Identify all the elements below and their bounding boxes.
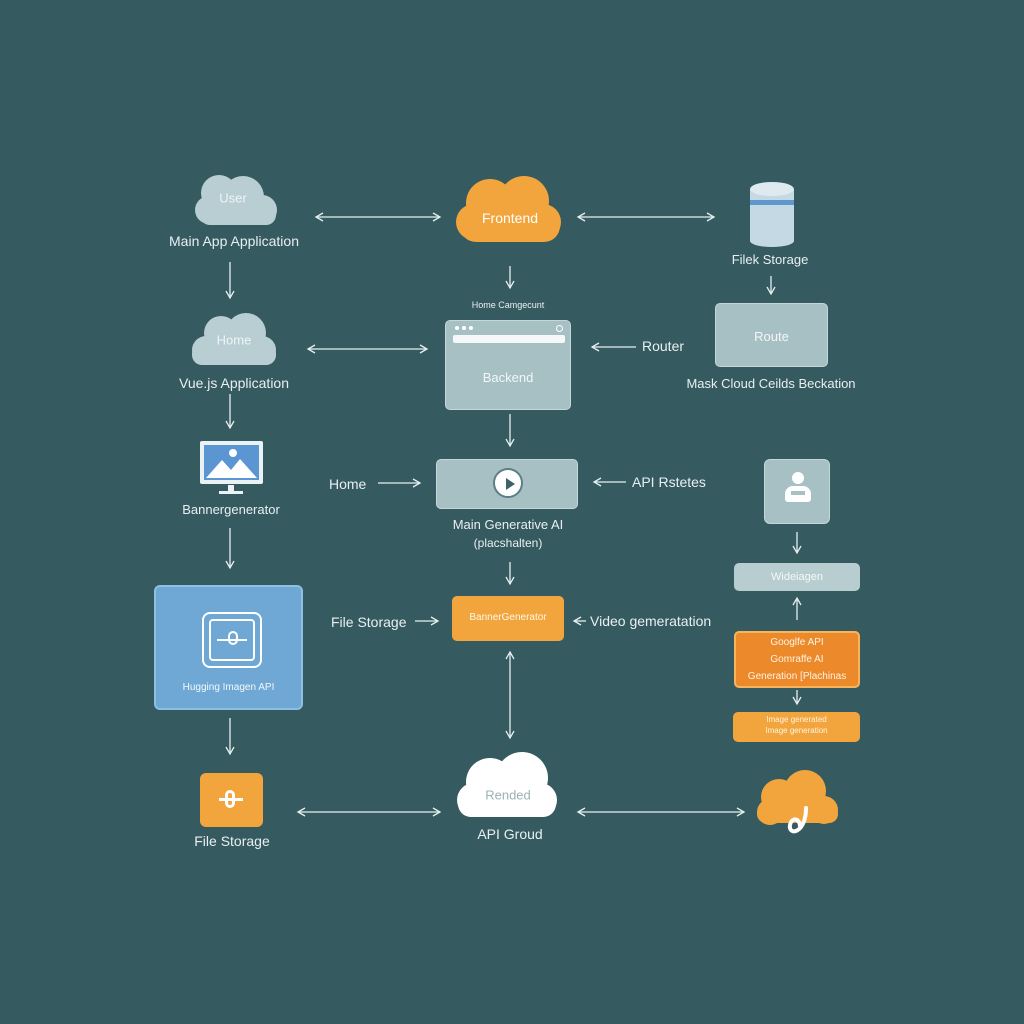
backend-box: Backend bbox=[445, 320, 571, 410]
image-monitor-icon bbox=[200, 441, 263, 494]
vue-app-caption: Vue.js Application bbox=[179, 375, 289, 391]
home-cloud-label: Home bbox=[216, 332, 252, 348]
google-api-line2: Gomraffe AI bbox=[770, 654, 824, 665]
api-groud-caption: API Groud bbox=[477, 826, 543, 842]
backend-label: Backend bbox=[482, 370, 534, 385]
person-box bbox=[764, 459, 830, 524]
person-icon bbox=[783, 472, 813, 512]
file-storage-bottom-box bbox=[200, 773, 263, 827]
hugging-imagen-box: Hugging Imagen API bbox=[154, 585, 303, 710]
cloud-hook-icon bbox=[757, 770, 838, 834]
file-storage-mid-label: File Storage bbox=[331, 614, 407, 630]
browser-window-icon bbox=[453, 325, 565, 343]
backend-header-label: Home Camgecunt bbox=[471, 300, 545, 310]
main-app-caption: Main App Application bbox=[169, 233, 299, 249]
router-label: Router bbox=[642, 338, 685, 354]
database-icon bbox=[750, 182, 794, 247]
file-storage-bottom-caption: File Storage bbox=[194, 833, 270, 849]
cloud-icon bbox=[457, 752, 557, 817]
image-generation-line1: Image generated bbox=[766, 715, 827, 724]
image-generation-box: Image generated Image generation bbox=[733, 712, 860, 742]
play-icon bbox=[493, 468, 523, 498]
banner-generator-caption: Bannergenerator bbox=[182, 502, 280, 517]
banner-generator-label: BannerGenerator bbox=[469, 612, 547, 623]
link-icon bbox=[202, 612, 262, 668]
google-api-line1: Googlfe API bbox=[770, 637, 824, 648]
widelagen-label: Wideiagen bbox=[771, 571, 823, 583]
video-generation-label: Video gemeratation bbox=[590, 613, 712, 629]
api-rstetes-label: API Rstetes bbox=[632, 474, 706, 490]
home-label: Home bbox=[329, 476, 367, 492]
route-caption: Mask Cloud Ceilds Beckation bbox=[686, 376, 856, 391]
banner-generator-box: BannerGenerator bbox=[452, 596, 564, 641]
frontend-cloud-label: Frontend bbox=[481, 210, 539, 226]
generative-ai-box bbox=[436, 459, 578, 509]
google-api-line3: Generation [Plachinas bbox=[747, 671, 847, 682]
user-cloud-label: User bbox=[219, 190, 247, 206]
cloud-icon bbox=[192, 313, 276, 365]
hugging-imagen-label: Hugging Imagen API bbox=[182, 682, 275, 693]
rended-cloud-label: Rended bbox=[485, 787, 531, 803]
main-ai-caption-1: Main Generative AI bbox=[452, 517, 564, 532]
google-api-box: Googlfe API Gomraffe AI Generation [Plac… bbox=[734, 631, 860, 688]
route-box: Route bbox=[715, 303, 828, 367]
route-label: Route bbox=[754, 329, 789, 344]
cloud-icon bbox=[195, 175, 277, 225]
cloud-icon bbox=[456, 176, 561, 242]
link-icon bbox=[219, 790, 245, 810]
file-storage-top-caption: Filek Storage bbox=[731, 252, 809, 267]
image-generation-line2: Image generation bbox=[765, 726, 828, 735]
main-ai-caption-2: (placshalten) bbox=[473, 536, 543, 550]
widelagen-box: Wideiagen bbox=[734, 563, 860, 591]
